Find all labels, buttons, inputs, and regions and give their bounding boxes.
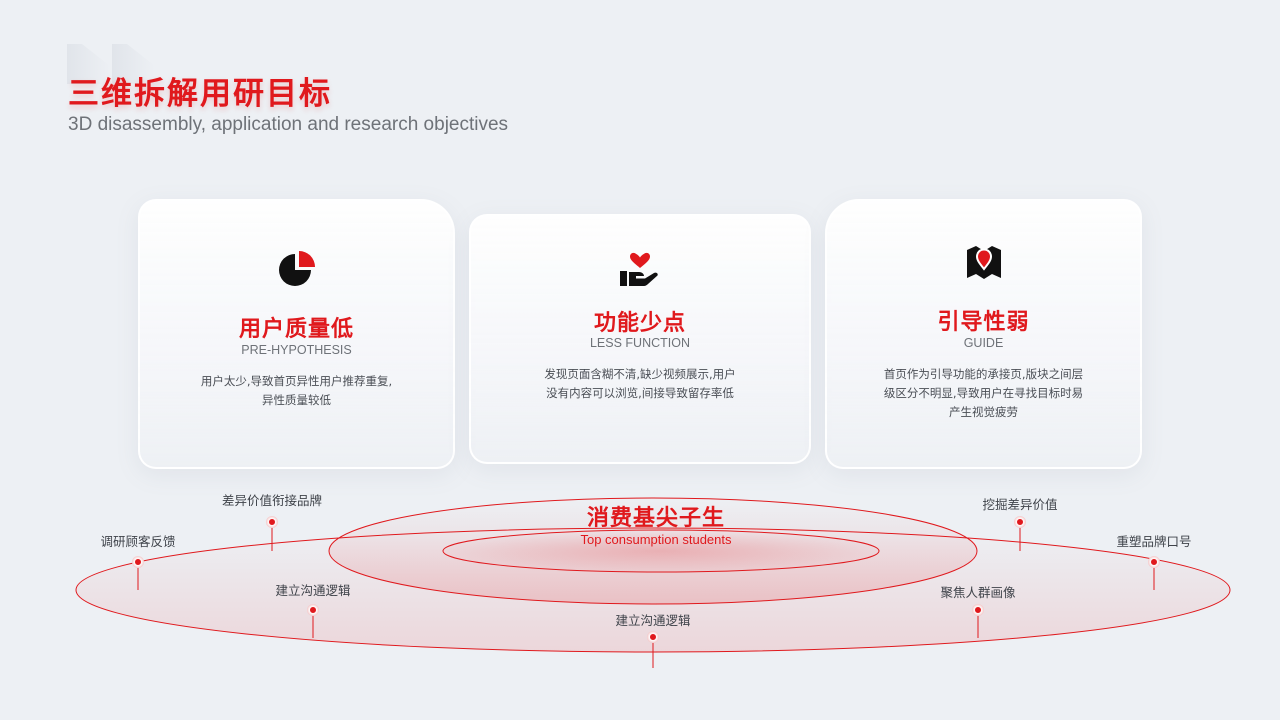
pin-marker: [132, 556, 144, 590]
pin-marker: [1148, 556, 1160, 590]
card-less-function: 功能少点 LESS FUNCTION 发现页面含糊不清,缺少视频展示,用户没有内…: [469, 214, 811, 464]
hand-heart-icon: [620, 252, 658, 286]
inner-ring: [442, 529, 880, 573]
center-subtitle: Top consumption students: [580, 532, 732, 547]
map-pin-icon: [966, 246, 1001, 279]
card-description: 首页作为引导功能的承接页,版块之间层级区分不明显,导致用户在寻找目标时易产生视觉…: [883, 367, 1084, 419]
pin-marker: [647, 631, 659, 668]
pin-marker: [266, 516, 278, 551]
card-description: 用户太少,导致首页异性用户推荐重复,异性质量较低: [200, 374, 393, 407]
pin-label: 建立沟通逻辑: [615, 613, 691, 628]
card-title: 引导性弱: [937, 310, 1030, 335]
card-title: 功能少点: [593, 311, 686, 336]
pin-marker: [307, 604, 319, 638]
card-subtitle: LESS FUNCTION: [589, 336, 690, 350]
pin-label: 差异价值衔接品牌: [221, 493, 323, 508]
card-subtitle: PRE-HYPOTHESIS: [241, 343, 352, 357]
card-description: 发现页面含糊不清,缺少视频展示,用户没有内容可以浏览,间接导致留存率低: [544, 367, 736, 400]
card-user-quality: 用户质量低 PRE-HYPOTHESIS 用户太少,导致首页异性用户推荐重复,异…: [138, 199, 455, 469]
pin-label: 挖掘差异价值: [982, 497, 1058, 512]
page-subtitle: 3D disassembly, application and research…: [68, 114, 509, 135]
pie-chart-icon: [278, 251, 315, 286]
page-title: 三维拆解用研目标: [68, 76, 332, 112]
card-guide: 引导性弱 GUIDE 首页作为引导功能的承接页,版块之间层级区分不明显,导致用户…: [825, 199, 1142, 469]
card-subtitle: GUIDE: [963, 336, 1004, 350]
center-title: 消费基尖子生: [586, 506, 725, 531]
chevron-decoration-icon: [67, 44, 155, 84]
pin-label: 建立沟通逻辑: [275, 583, 351, 598]
pin-label: 重塑品牌口号: [1116, 534, 1192, 549]
pin-label: 聚焦人群画像: [940, 585, 1016, 600]
pin-marker: [972, 604, 984, 638]
card-title: 用户质量低: [238, 317, 354, 342]
pin-marker: [1014, 516, 1026, 551]
pin-label: 调研顾客反馈: [100, 534, 176, 549]
